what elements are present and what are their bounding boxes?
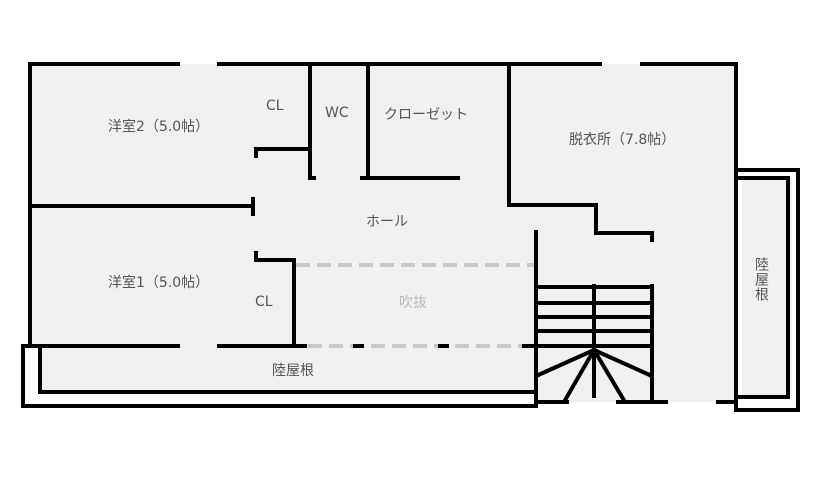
room-label-walk-in-closet: クローゼット: [384, 107, 468, 123]
room-label-wc: WC: [325, 105, 349, 121]
room-label-dressing-room: 脱衣所（7.8帖）: [569, 132, 676, 148]
room-label-closet-1: CL: [255, 294, 273, 310]
staircase: [522, 284, 654, 404]
void-outline: [296, 263, 534, 348]
room-label-western-room-2: 洋室2（5.0帖）: [108, 119, 210, 135]
room-label-void: 吹抜: [399, 295, 427, 311]
room-label-flat-roof-bottom: 陸屋根: [272, 363, 314, 379]
walls: [21, 62, 800, 412]
room-label-hall: ホール: [366, 214, 408, 230]
room-label-flat-roof-right: 陸屋根: [753, 257, 769, 302]
room-label-closet-2: CL: [266, 98, 284, 114]
room-label-western-room-1: 洋室1（5.0帖）: [108, 275, 210, 291]
